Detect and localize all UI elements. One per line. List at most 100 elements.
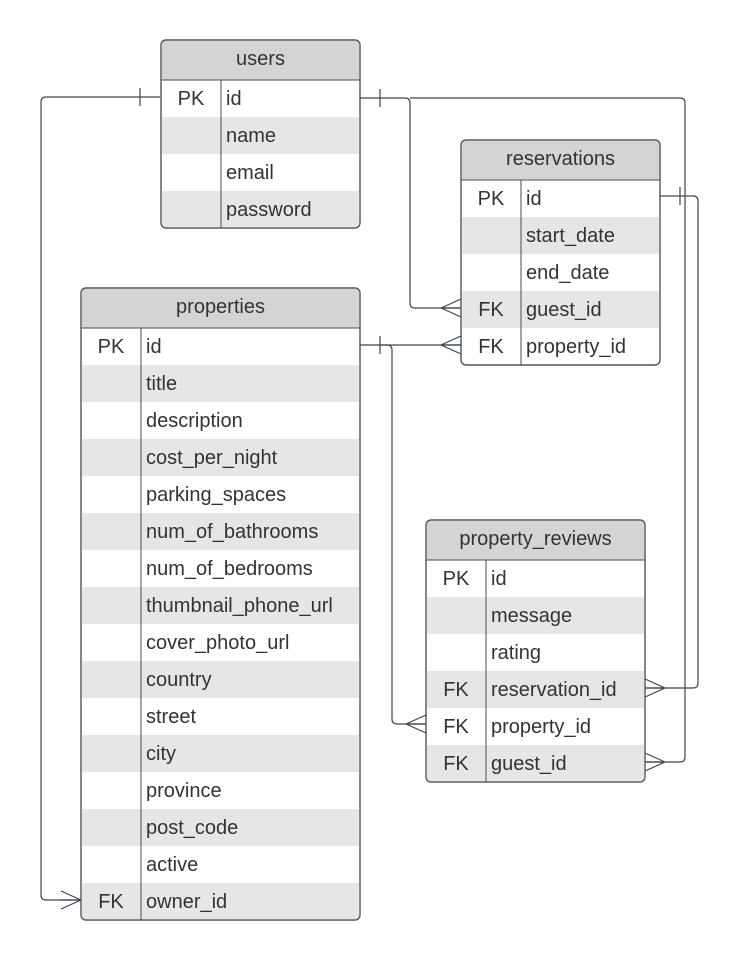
key-label: FK [443, 716, 469, 738]
table-row: country [146, 669, 212, 691]
table-title: properties [176, 296, 265, 318]
field-name: country [146, 669, 212, 691]
row-stripe [81, 809, 360, 846]
rel-reservations-reviews-line [645, 195, 699, 689]
key-label: FK [443, 679, 469, 701]
table-row: street [146, 706, 196, 728]
table-row: description [146, 410, 243, 432]
key-label: PK [443, 568, 470, 590]
table-row: num_of_bedrooms [146, 558, 313, 580]
field-name: city [146, 743, 176, 765]
field-name: title [146, 373, 177, 395]
row-stripe [426, 745, 645, 782]
row-stripe [81, 883, 360, 920]
table-row: FK guest_id [478, 299, 601, 321]
row-stripe [81, 365, 360, 402]
key-label: FK [98, 891, 124, 913]
relationship-lines [40, 88, 699, 910]
table-row: PK id [98, 336, 162, 358]
table-row: active [146, 854, 198, 876]
field-name: property_id [526, 336, 626, 358]
field-name: start_date [526, 225, 615, 247]
table-outline [460, 139, 661, 366]
many-marker [60, 890, 82, 910]
field-name: active [146, 854, 198, 876]
table-row: FK property_id [443, 716, 591, 738]
key-label: FK [478, 299, 504, 321]
table-row: rating [491, 642, 541, 664]
table-header [426, 520, 645, 560]
row-stripe [461, 291, 660, 328]
field-name: id [226, 88, 242, 110]
row-stripe [426, 671, 645, 708]
field-name: thumbnail_phone_url [146, 595, 333, 617]
field-name: rating [491, 642, 541, 664]
rel-users-properties-line [40, 96, 160, 901]
field-name: post_code [146, 817, 238, 839]
key-label: PK [98, 336, 125, 358]
field-name: id [491, 568, 507, 590]
rel-users-reviews-line [410, 97, 686, 763]
table-row: name [226, 125, 276, 147]
table-header [81, 288, 360, 328]
field-name: guest_id [526, 299, 602, 321]
table-row: num_of_bathrooms [146, 521, 318, 543]
field-name: email [226, 162, 274, 184]
table-outline [80, 287, 361, 921]
field-name: owner_id [146, 891, 227, 913]
table-title: reservations [506, 148, 615, 170]
rel-properties-reviews-line [380, 344, 426, 725]
table-row: thumbnail_phone_url [146, 595, 333, 617]
field-name: property_id [491, 716, 591, 738]
field-name: password [226, 199, 312, 221]
field-name: name [226, 125, 276, 147]
many-marker [440, 335, 462, 355]
key-label: PK [178, 88, 205, 110]
rel-users-reservations-line [360, 97, 461, 309]
row-stripe [81, 439, 360, 476]
row-stripe [81, 661, 360, 698]
field-name: id [526, 188, 542, 210]
table-header [461, 140, 660, 180]
field-name: cost_per_night [146, 447, 278, 469]
row-stripe [81, 587, 360, 624]
field-name: id [146, 336, 162, 358]
many-marker [405, 714, 427, 734]
field-name: num_of_bedrooms [146, 558, 313, 580]
field-name: parking_spaces [146, 484, 286, 506]
table-row: title [146, 373, 177, 395]
field-name: end_date [526, 262, 609, 284]
field-name: num_of_bathrooms [146, 521, 318, 543]
field-name: description [146, 410, 243, 432]
table-row: start_date [526, 225, 615, 247]
table-title: users [236, 48, 285, 70]
table-row: PK id [443, 568, 507, 590]
many-marker [644, 752, 666, 772]
table-header [161, 40, 360, 80]
table-row: post_code [146, 817, 238, 839]
table-row: email [226, 162, 274, 184]
table-row: message [491, 605, 572, 627]
table-row: end_date [526, 262, 609, 284]
table-row: cover_photo_url [146, 632, 289, 654]
field-name: guest_id [491, 753, 567, 775]
field-name: cover_photo_url [146, 632, 289, 654]
many-marker [440, 298, 462, 318]
key-label: PK [478, 188, 505, 210]
row-stripe [161, 117, 360, 154]
table-row: province [146, 780, 222, 802]
row-stripe [161, 191, 360, 228]
row-stripe [426, 597, 645, 634]
row-stripe [81, 735, 360, 772]
field-name: street [146, 706, 196, 728]
table-row: cost_per_night [146, 447, 278, 469]
